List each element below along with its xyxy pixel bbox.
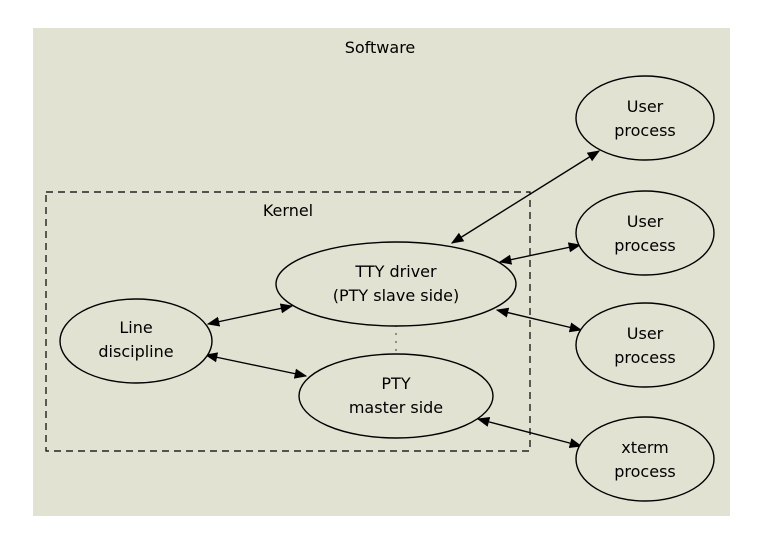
edge-tty-user2: [498, 242, 582, 265]
node-user-process-3-line2: process: [614, 348, 675, 367]
edge-tty-user1: [450, 150, 601, 244]
node-user-process-2-line1: User: [627, 212, 664, 231]
node-tty-driver: TTY driver (PTY slave side): [275, 241, 517, 327]
edge-line-pty: [204, 352, 308, 379]
node-pty-master-line1: PTY: [381, 374, 410, 393]
node-xterm-process: xterm process: [575, 416, 715, 502]
node-line-discipline: Line discipline: [59, 298, 213, 384]
edge-line-tty: [206, 303, 294, 327]
edge-pty-xterm: [476, 417, 583, 448]
node-line-discipline-line1: Line: [119, 318, 152, 337]
node-line-discipline-line2: discipline: [98, 342, 173, 361]
node-pty-master-line2: master side: [349, 398, 443, 417]
node-user-process-3-line1: User: [627, 324, 664, 343]
node-user-process-1-line1: User: [627, 97, 664, 116]
node-user-process-1-line2: process: [614, 121, 675, 140]
edge-tty-user3: [495, 307, 583, 333]
node-user-process-1: User process: [575, 75, 715, 161]
kernel-label: Kernel: [263, 201, 313, 220]
node-user-process-2: User process: [575, 190, 715, 276]
software-label: Software: [345, 38, 416, 57]
node-tty-driver-line1: TTY driver: [354, 262, 437, 281]
node-user-process-3: User process: [575, 302, 715, 388]
node-pty-master: PTY master side: [298, 353, 494, 439]
node-xterm-process-line2: process: [614, 462, 675, 481]
node-tty-driver-line2: (PTY slave side): [333, 286, 460, 305]
node-xterm-process-line1: xterm: [621, 438, 668, 457]
node-user-process-2-line2: process: [614, 236, 675, 255]
